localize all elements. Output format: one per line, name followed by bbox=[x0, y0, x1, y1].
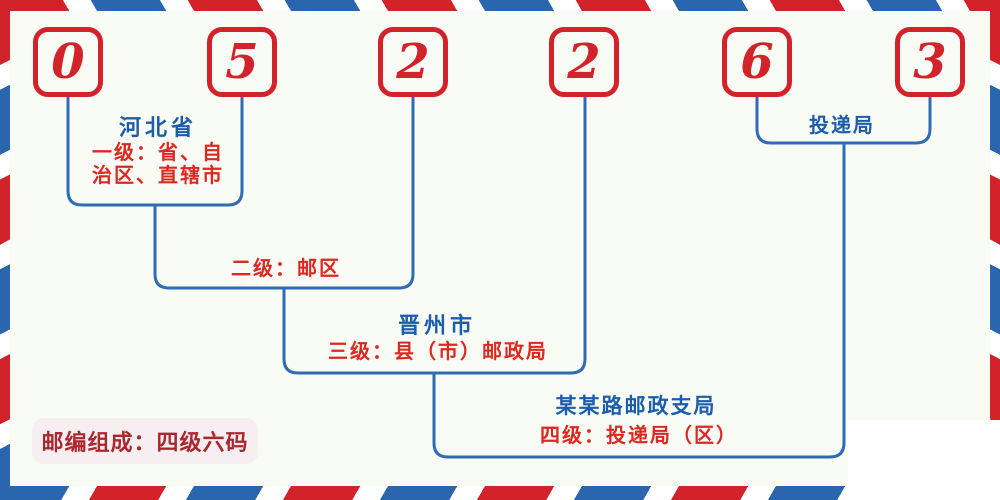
level1-region-name: 河北省 bbox=[118, 115, 198, 141]
corner-cover-patch bbox=[848, 420, 1000, 500]
digit-box-6: 3 bbox=[895, 27, 965, 97]
level1-label: 一级：省、自 治区、直辖市 bbox=[92, 140, 224, 187]
bracket-delivery bbox=[755, 97, 932, 145]
composition-badge-text: 邮编组成：四级六码 bbox=[41, 430, 249, 456]
digit-1: 0 bbox=[51, 34, 85, 90]
composition-badge: 邮编组成：四级六码 bbox=[32, 418, 258, 464]
digit-3: 2 bbox=[396, 34, 430, 90]
airmail-stripe-right bbox=[990, 0, 1000, 500]
airmail-stripe-top bbox=[0, 0, 1000, 11]
digit-box-2: 5 bbox=[207, 27, 277, 97]
digit-box-1: 0 bbox=[33, 27, 103, 97]
digit-box-3: 2 bbox=[378, 27, 448, 97]
delivery-office-name: 投递局 bbox=[809, 113, 875, 137]
digit-6: 3 bbox=[913, 34, 947, 90]
digit-box-4: 2 bbox=[549, 27, 619, 97]
level2-label: 二级：邮区 bbox=[231, 256, 341, 280]
digit-box-5: 6 bbox=[722, 27, 792, 97]
digit-5: 6 bbox=[740, 34, 774, 90]
airmail-stripe-bottom bbox=[0, 486, 1000, 500]
digit-4: 2 bbox=[567, 34, 601, 90]
bracket-level4 bbox=[432, 143, 846, 459]
airmail-stripe-left bbox=[0, 0, 10, 500]
level3-label: 三级：县（市）邮政局 bbox=[328, 339, 548, 363]
level4-region-name: 某某路邮政支局 bbox=[555, 393, 717, 418]
level3-region-name: 晋州市 bbox=[397, 313, 477, 339]
level4-label: 四级：投递局（区） bbox=[540, 423, 738, 447]
digit-2: 5 bbox=[225, 34, 259, 90]
